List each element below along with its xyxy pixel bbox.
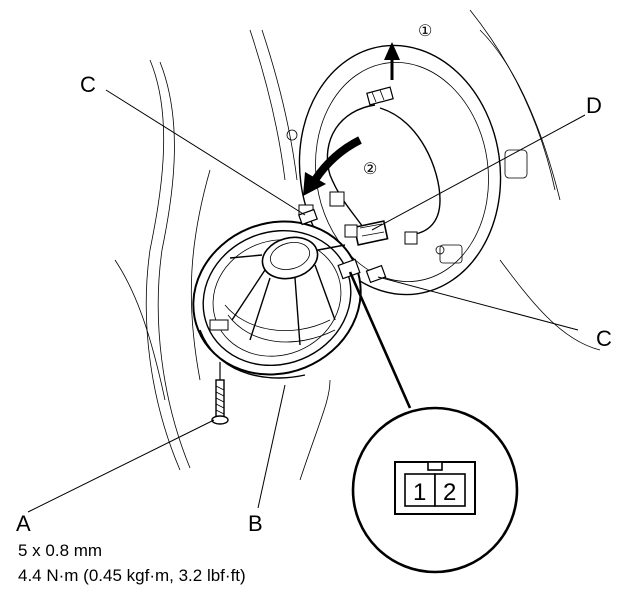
callout-a: A	[16, 511, 31, 536]
speaker-unit	[192, 220, 362, 379]
callout-b: B	[248, 511, 263, 536]
leader-lines	[27, 89, 586, 513]
clip-upper	[298, 208, 318, 226]
connector-pin-1: 1	[413, 479, 426, 506]
upper-clip	[366, 86, 394, 106]
callout-c-right: C	[596, 326, 612, 351]
connector-pin-cell-2	[434, 473, 466, 507]
door-panel-outline	[114, 9, 601, 481]
connector-detail	[351, 406, 519, 574]
callout-d: D	[586, 93, 602, 118]
arrow-step-1	[384, 42, 400, 80]
harness-connector	[353, 220, 418, 246]
connector-pin-cell-1	[404, 473, 436, 507]
clip-lower	[365, 264, 387, 284]
wire-harness	[326, 104, 441, 236]
arrow-step-2	[303, 136, 362, 196]
screw-spec-size: 5 x 0.8 mm	[18, 541, 102, 560]
retaining-tabs	[298, 191, 358, 238]
connector-pin-2: 2	[443, 479, 456, 506]
screw-spec-torque: 4.4 N·m (0.45 kgf·m, 3.2 lbf·ft)	[18, 566, 246, 585]
step-2-label: ②	[363, 159, 377, 178]
callout-c-top: C	[80, 72, 96, 97]
step-1-label: ①	[418, 21, 432, 40]
screw	[211, 362, 229, 425]
speaker-opening	[286, 44, 528, 296]
